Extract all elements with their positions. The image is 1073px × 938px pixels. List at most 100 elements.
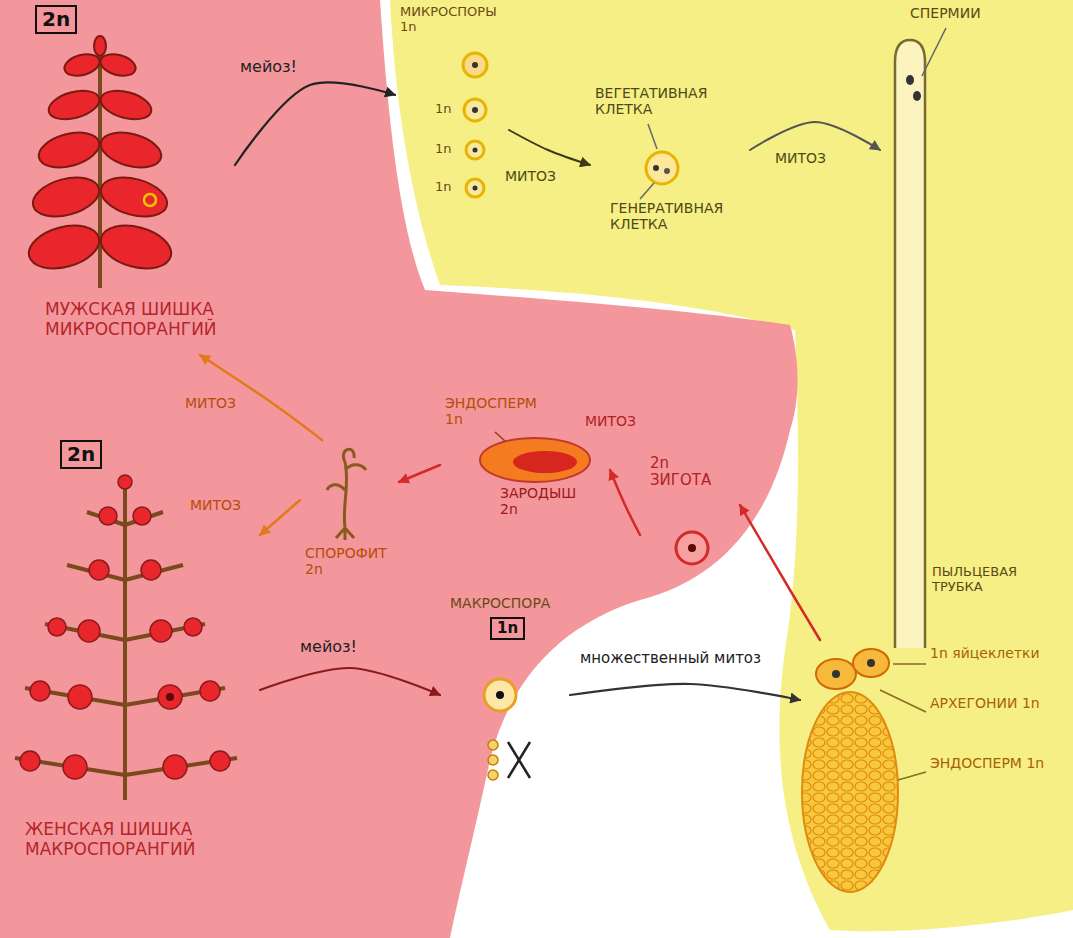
female-cone-part: [163, 755, 187, 779]
cell-label: 1n яйцеклетки: [930, 645, 1045, 661]
male-cone-part: [98, 51, 138, 80]
microspores-part: [464, 99, 486, 121]
cone-caption: ЖЕНСКАЯ ШИШКА МАКРОСПОРАНГИЙ: [25, 820, 210, 859]
cone-caption: МУЖСКАЯ ШИШКА МИКРОСПОРАНГИЙ: [45, 300, 230, 339]
male-cone-part: [96, 171, 171, 223]
ploidy-label: 1n: [435, 142, 452, 157]
sporophyte-seedling-part: [327, 449, 366, 540]
diploid-region-part: [0, 0, 798, 938]
pollen-grain-node: ВЕГЕТАТИВНАЯ КЛЕТКА ГЕНЕРАТИВНАЯ КЛЕТКА: [590, 85, 750, 265]
macrospore-part: [488, 755, 498, 765]
microspores-part: [466, 141, 484, 159]
female-cone-part: [68, 685, 92, 709]
female-cone-part: [99, 507, 117, 525]
edge-label: МИТОЗ: [190, 497, 241, 513]
edge-label: мейоз!: [240, 58, 297, 76]
female-cone-part: [48, 618, 66, 636]
cell-label: СПЕРМИИ: [910, 5, 981, 21]
female-cone-part: [20, 751, 40, 771]
sporophyte-node: СПОРОФИТ 2n: [300, 440, 399, 590]
edge-label: мейоз!: [300, 638, 357, 656]
cell-label: ВЕГЕТАТИВНАЯ КЛЕТКА: [595, 85, 730, 117]
female-cone-part: [63, 755, 87, 779]
female-cone-part: [89, 560, 109, 580]
pollen-grain-part: [664, 168, 670, 174]
cycle-arrow: [235, 82, 395, 165]
structure-label: ЭНДОСПЕРМ 1n: [445, 395, 545, 427]
microspores-part: [463, 53, 487, 77]
cycle-arrow: [399, 465, 440, 482]
pollen-tube: [895, 28, 946, 648]
cycle-arrow: [750, 122, 880, 150]
pollen-grain-part: [640, 183, 654, 199]
female-cone-part: [158, 685, 182, 709]
cycle-arrow: [570, 684, 800, 700]
male-cone-part: [96, 218, 176, 275]
ovule-part: [880, 690, 926, 712]
structure-label: ПЫЛЬЦЕВАЯ ТРУБКА: [932, 565, 1020, 595]
microspores-part: [466, 179, 484, 197]
male-cone-part: [24, 218, 104, 275]
macrospore-part: [488, 740, 498, 750]
edge-label: множественный митоз: [580, 650, 761, 667]
female-cone-part: [118, 475, 132, 489]
seed-node: ЭНДОСПЕРМ 1nЗАРОДЫШ 2n: [440, 395, 610, 525]
ploidy-label: 1n: [435, 102, 452, 117]
pollen-tube-part: [906, 75, 914, 85]
female-cone-part: [166, 693, 174, 701]
stage-label: МАКРОСПОРА: [450, 595, 550, 611]
macrospore-part: [508, 742, 530, 778]
cell-label: ГЕНЕРАТИВНАЯ КЛЕТКА: [610, 200, 745, 232]
zygote: [676, 532, 708, 564]
female-cone-part: [210, 751, 230, 771]
pollen-grain-part: [653, 165, 659, 171]
macrospore: [484, 679, 530, 780]
female-cone-part: [30, 681, 50, 701]
microspores-part: [473, 148, 478, 153]
edge-label: МИТОЗ: [185, 395, 236, 411]
cycle-arrow: [260, 500, 300, 535]
male-cone-part: [144, 194, 156, 206]
stage-label: МИКРОСПОРЫ 1n: [400, 5, 505, 35]
male-cone-part: [94, 36, 106, 56]
structure-label: АРХЕГОНИИ 1n: [930, 695, 1045, 711]
seed-part: [495, 432, 505, 441]
pollen-tube-part: [922, 28, 946, 76]
ovule: [802, 649, 926, 892]
female-cone-part: [200, 681, 220, 701]
male-cone-part: [28, 171, 103, 223]
seed-part: [480, 438, 590, 482]
ovule-part: [898, 772, 926, 780]
ovule-node: 1n яйцеклеткиАРХЕГОНИИ 1nЭНДОСПЕРМ 1n: [800, 640, 1050, 900]
microspores-part: [473, 186, 478, 191]
cycle-arrow: [509, 130, 590, 165]
zygote-node: 2n ЗИГОТА: [640, 450, 740, 585]
edge-label: МИТОЗ: [585, 413, 636, 429]
microspores-part: [472, 62, 478, 68]
male-cone: [24, 36, 176, 288]
pollen-grain-part: [646, 152, 678, 184]
diploid-region: [0, 0, 798, 938]
microspores: [463, 53, 487, 197]
ovule-part: [853, 649, 889, 677]
ploidy-badge: 1n: [490, 617, 525, 640]
stage-label: СПОРОФИТ 2n: [305, 545, 395, 577]
female-cone-part: [78, 620, 100, 642]
ovule-part: [802, 692, 898, 892]
female-cone-part: [141, 560, 161, 580]
female-cone-part: [150, 620, 172, 642]
male-cone-part: [35, 127, 103, 174]
pollen-tube-part: [913, 91, 921, 101]
male-cone-part: [62, 51, 102, 80]
macrospore-part: [508, 742, 530, 778]
ovule-part: [832, 670, 840, 678]
edge-label: МИТОЗ: [775, 150, 826, 166]
microspores-node: МИКРОСПОРЫ 1n1n1n1n: [395, 5, 509, 230]
male-cone-part: [46, 86, 103, 125]
sporophyte-seedling: [327, 449, 366, 540]
ploidy-badge: 2n: [60, 440, 102, 469]
macrospore-node: МАКРОСПОРА 1n: [440, 595, 570, 795]
macrospore-part: [484, 679, 516, 711]
zygote-part: [688, 544, 696, 552]
